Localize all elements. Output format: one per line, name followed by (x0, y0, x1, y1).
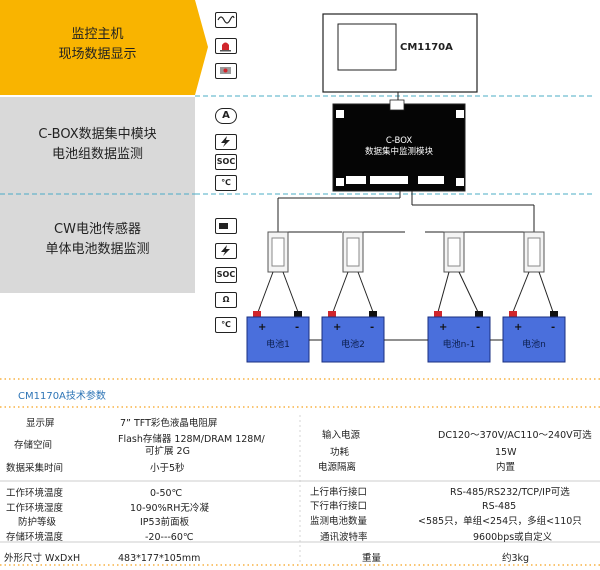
spec-baud-value: 9600bps或自定义 (473, 532, 553, 543)
spec-isolation-value: 内置 (496, 462, 516, 473)
battery-label-n: 电池n (522, 340, 546, 350)
battery-label-2: 电池2 (341, 340, 365, 350)
tier2-text: C-BOX数据集中模块 电池组数据监测 (0, 125, 195, 165)
svg-text:+: + (514, 322, 522, 333)
soc-icon: SOC (215, 267, 237, 283)
spec-downlink-value: RS-485 (482, 501, 517, 512)
tier-panels (0, 0, 208, 293)
sensor-n-1 (443, 231, 465, 273)
voltage-icon (215, 243, 237, 259)
spec-weight-value: 约3kg (502, 553, 530, 564)
temperature-icon: ℃ (215, 317, 237, 333)
spec-storage-label: 存储空间 (14, 440, 53, 451)
battery-1: + - (246, 311, 310, 363)
spec-uplink-value: RS-485/RS232/TCP/IP可选 (450, 487, 570, 498)
battery-n: + - (502, 311, 566, 363)
tier1-text: 监控主机 现场数据显示 (0, 25, 195, 65)
spec-frame (0, 378, 600, 566)
spec-display-label: 显示屏 (26, 418, 55, 429)
spec-sampling-label: 数据采集时间 (6, 463, 64, 474)
spec-title: CM1170A技术参数 (18, 391, 106, 402)
tier-separators (195, 95, 592, 195)
battery-2: + - (321, 311, 385, 363)
spec-downlink-label: 下行串行接口 (310, 501, 368, 512)
spec-input-value: DC120～370V/AC110～240V可选 (438, 430, 592, 441)
device-icon (215, 63, 237, 79)
svg-text:-: - (476, 322, 480, 333)
tier2-title: C-BOX数据集中模块 (38, 127, 157, 142)
battery-label-1: 电池1 (266, 340, 290, 350)
sensor-1 (267, 231, 289, 273)
spec-weight-label: 重量 (362, 553, 382, 564)
spec-isolation-label: 电源隔离 (318, 462, 357, 473)
battery-label-n-1: 电池n-1 (442, 340, 476, 350)
tier2-subtitle: 电池组数据监测 (51, 147, 143, 162)
spec-op-hum-label: 工作环境湿度 (6, 503, 64, 514)
current-meter-icon: A (215, 108, 237, 124)
cbox-title: C-BOX (385, 136, 413, 146)
tier3-title: CW电池传感器 (54, 222, 141, 237)
spec-count-value: <585只，单组<254只，多组<110只 (418, 516, 582, 527)
svg-text:-: - (370, 322, 374, 333)
spec-op-temp-value: 0-50℃ (150, 488, 183, 499)
sensor-n (523, 231, 545, 273)
monitor-screen (337, 23, 397, 71)
spec-protect-label: 防护等级 (18, 517, 57, 528)
spec-power-label: 功耗 (330, 447, 350, 458)
spec-input-label: 输入电源 (322, 430, 361, 441)
spec-storage-value-1: Flash存储器 128M/DRAM 128M/ (118, 434, 265, 445)
spec-baud-label: 通讯波特率 (320, 532, 368, 543)
spec-count-label: 监测电池数量 (310, 516, 368, 527)
spec-storage-temp-label: 存储环境温度 (6, 532, 64, 543)
resistance-icon: Ω (215, 292, 237, 308)
tier1-title: 监控主机 (71, 27, 124, 42)
svg-text:+: + (333, 322, 341, 333)
svg-text:-: - (295, 322, 299, 333)
spec-sampling-value: 小于5秒 (150, 463, 185, 474)
waveform-icon (215, 12, 237, 28)
monitor-model-label: CM1170A (400, 42, 453, 53)
spec-uplink-label: 上行串行接口 (310, 487, 368, 498)
voltage-icon (215, 134, 237, 150)
tier1-panel (0, 0, 208, 95)
spec-storage-temp-value: -20---60℃ (145, 532, 194, 543)
tier1-subtitle: 现场数据显示 (58, 47, 137, 62)
system-diagram: + - + - + - + - (246, 13, 566, 363)
tier3-text: CW电池传感器 单体电池数据监测 (0, 220, 195, 260)
spec-op-temp-label: 工作环境温度 (6, 488, 64, 499)
tier23-panel (0, 97, 195, 293)
spec-protect-value: IP53前面板 (140, 517, 190, 528)
spec-size-value: 483*177*105mm (118, 553, 201, 564)
spec-display-value: 7” TFT彩色液晶电阻屏 (120, 418, 218, 429)
temperature-icon: ℃ (215, 175, 237, 191)
svg-text:+: + (439, 322, 447, 333)
battery-level-icon (215, 218, 237, 234)
cbox-label: C-BOX 数据集中监测模块 (334, 136, 464, 158)
alarm-icon (215, 38, 237, 54)
svg-text:+: + (258, 322, 266, 333)
battery-n-1: + - (427, 311, 491, 363)
spec-size-label: 外形尺寸 WxDxH (4, 553, 81, 564)
sensor-2 (342, 231, 364, 273)
svg-text:-: - (551, 322, 555, 333)
cbox-subtitle: 数据集中监测模块 (364, 147, 433, 157)
spec-power-value: 15W (495, 447, 517, 458)
spec-storage-value-2: 可扩展 2G (145, 446, 190, 457)
tier3-subtitle: 单体电池数据监测 (45, 242, 150, 257)
soc-icon: SOC (215, 154, 237, 170)
spec-op-hum-value: 10-90%RH无冷凝 (130, 503, 209, 514)
